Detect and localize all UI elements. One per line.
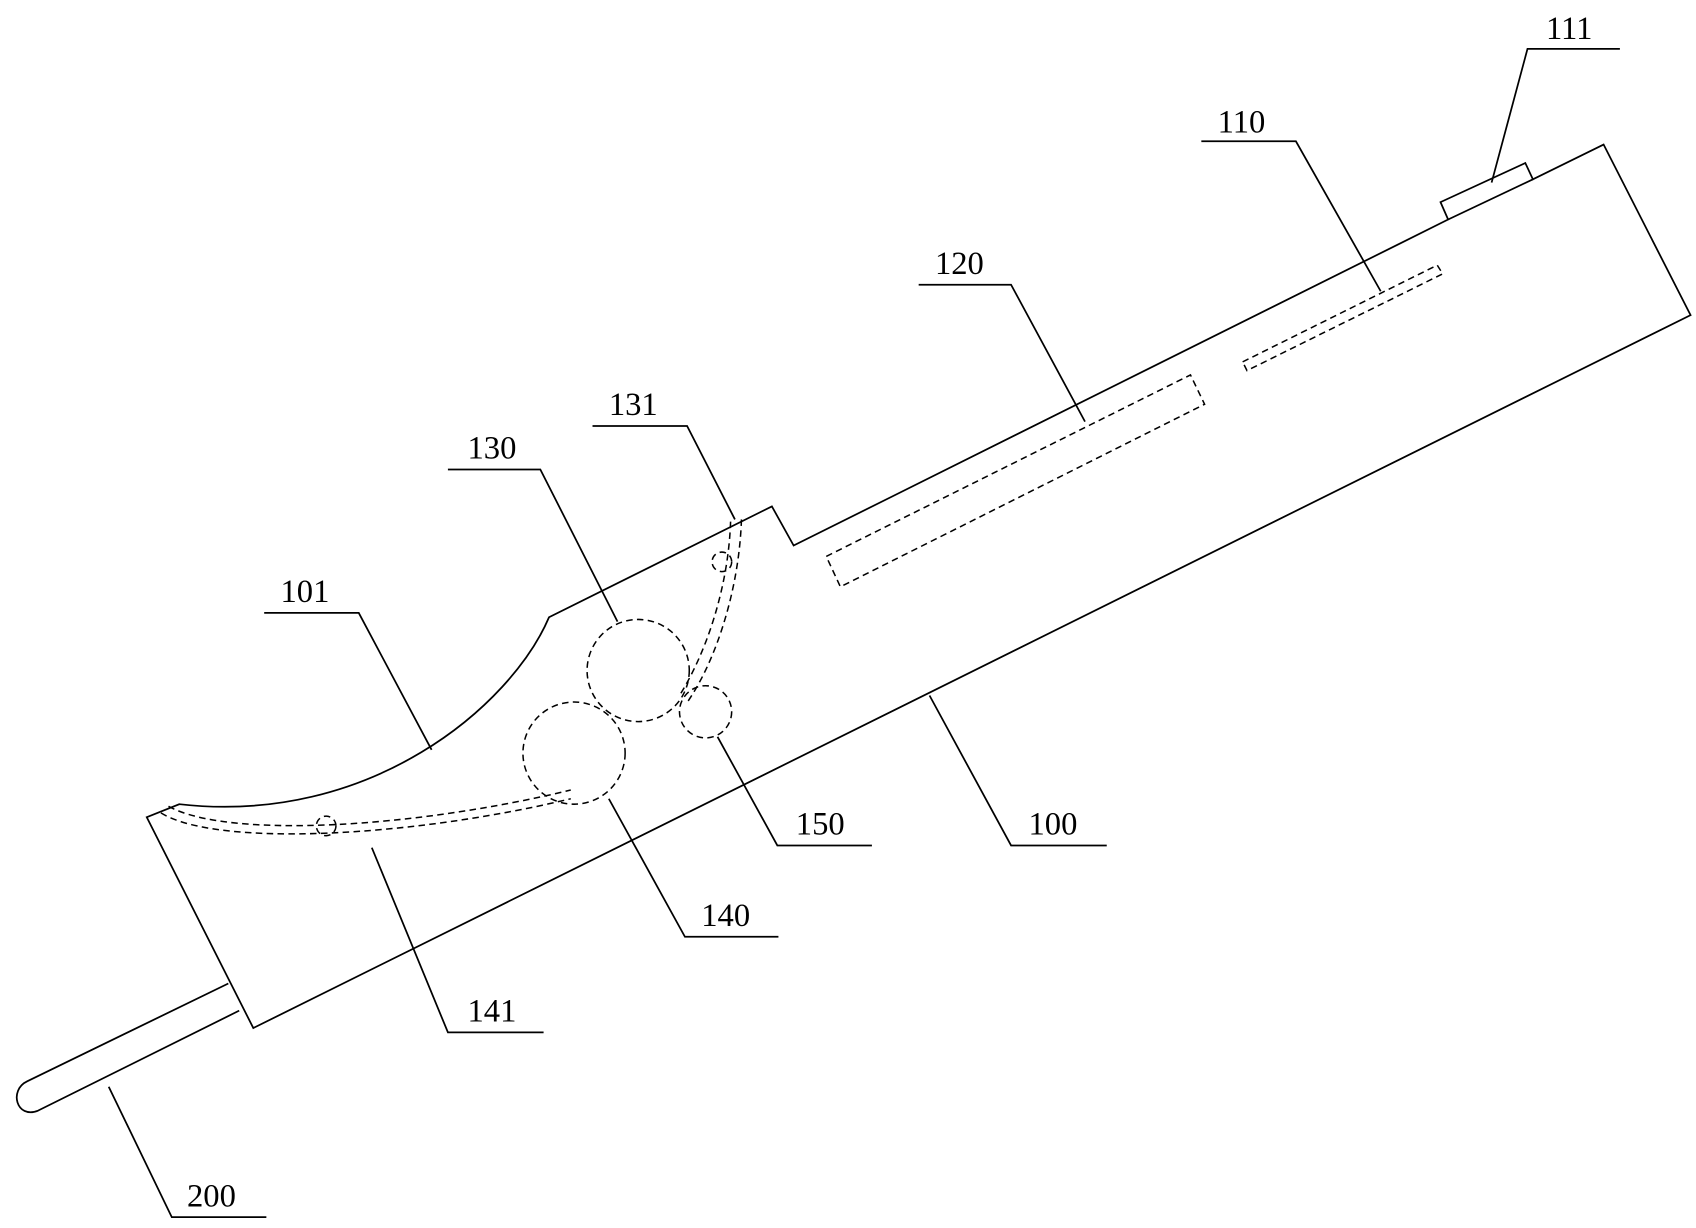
leader-100 xyxy=(928,695,1107,847)
track-131 xyxy=(678,521,732,696)
slot-110 xyxy=(1241,264,1444,372)
leader-110 xyxy=(1201,140,1382,292)
label-200: 200 xyxy=(187,1178,236,1214)
label-100: 100 xyxy=(1028,807,1077,843)
track-131-inner xyxy=(687,519,743,702)
label-131: 131 xyxy=(609,387,658,423)
leader-140 xyxy=(608,798,779,938)
track-141-inner xyxy=(168,789,571,827)
label-120: 120 xyxy=(935,246,984,282)
leader-200 xyxy=(107,1086,267,1219)
body-100 xyxy=(145,143,1692,1030)
leader-111 xyxy=(1490,48,1620,183)
connector-111 xyxy=(1447,178,1534,221)
label-110: 110 xyxy=(1218,105,1266,141)
handle-200 xyxy=(16,982,240,1114)
label-111: 111 xyxy=(1546,11,1592,47)
leader-130 xyxy=(447,468,619,623)
gear-130 xyxy=(586,618,691,723)
leader-131 xyxy=(592,425,736,520)
gear-140 xyxy=(522,701,626,805)
leader-120 xyxy=(918,283,1086,423)
leader-141 xyxy=(371,847,544,1034)
pin-141 xyxy=(315,815,337,837)
label-130: 130 xyxy=(467,431,516,467)
label-140: 140 xyxy=(701,898,750,934)
label-101: 101 xyxy=(280,574,329,610)
pin-131 xyxy=(711,551,733,573)
track-141 xyxy=(160,798,571,835)
gear-150 xyxy=(678,684,733,739)
label-150: 150 xyxy=(796,807,845,843)
label-141: 141 xyxy=(467,994,516,1030)
leader-150 xyxy=(716,736,872,847)
slot-120 xyxy=(825,373,1206,588)
leader-101 xyxy=(264,612,433,751)
